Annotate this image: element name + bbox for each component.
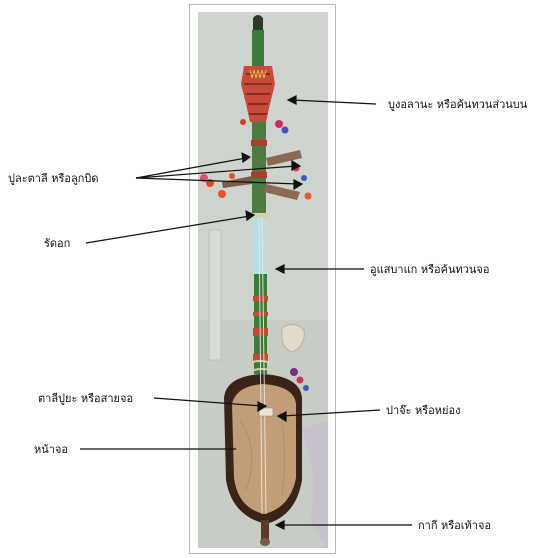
finial-tassel — [282, 127, 289, 134]
label-top-finial: บูงอลานะ หรือค้นทวนส่วนบน — [388, 98, 527, 111]
foot-spike — [261, 520, 269, 540]
label-strings: ตาลีปูยะ หรือสายจอ — [38, 392, 133, 405]
body-tassel — [290, 368, 298, 376]
peg-box-band — [251, 172, 267, 178]
label-face: หน้าจอ — [34, 443, 68, 456]
body-tassel — [303, 385, 309, 391]
label-neck: อูแสบาแก หรือค้นทวนจอ — [370, 263, 489, 276]
label-foot: กากี หรือเท้าจอ — [418, 519, 491, 532]
peg-tassel — [229, 173, 235, 179]
label-bridge: ปาจ๊ะ หรือหย่อง — [386, 404, 460, 417]
finial-tassel — [240, 119, 246, 125]
neck-band — [253, 296, 268, 301]
neck-band — [253, 312, 268, 316]
label-tuning-pegs: ปูละตาลี หรือลูกบิด — [8, 172, 98, 185]
body-tassel — [297, 377, 304, 384]
foot-tip — [260, 538, 270, 546]
label-nut-cord: รัดอก — [44, 237, 70, 250]
upper-neck — [252, 30, 264, 66]
peg-tassel — [301, 175, 307, 181]
peg-box-band — [251, 140, 267, 146]
peg-tassel — [305, 193, 312, 200]
peg-tassel — [218, 190, 226, 198]
instrument-face — [232, 384, 296, 514]
neck-blue-section — [254, 218, 266, 274]
finial-tassel — [275, 120, 283, 128]
wall-ruler — [209, 230, 221, 360]
